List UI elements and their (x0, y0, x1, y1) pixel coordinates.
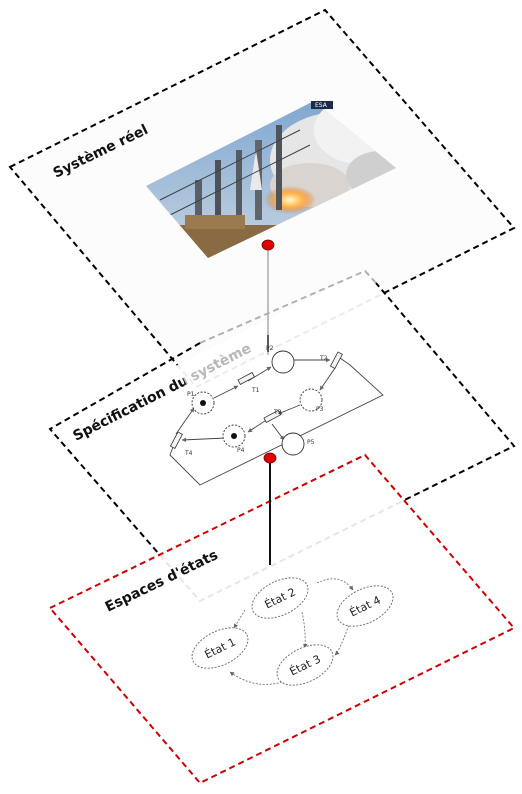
petri-place-p1: P1 (187, 391, 215, 415)
state-1: État 1 (191, 627, 249, 669)
svg-text:P2: P2 (266, 345, 274, 352)
photo-badge: ESA (311, 101, 333, 109)
petri-arcs (175, 357, 336, 443)
svg-text:P1: P1 (187, 391, 195, 398)
petri-place-p4: P4 (222, 424, 246, 454)
svg-text:T3: T3 (273, 409, 282, 416)
svg-text:T2: T2 (319, 355, 328, 362)
petri-net: P1 P2 P3 P4 P5 T1 (169, 345, 384, 486)
state-4: État 4 (336, 585, 394, 627)
layer-state-space-frame (48, 453, 516, 785)
petri-place-p5: P5 (281, 432, 315, 456)
svg-text:T1: T1 (251, 387, 260, 394)
layer-state-space-fill (50, 455, 514, 783)
svg-text:T4: T4 (184, 450, 193, 457)
svg-text:P3: P3 (316, 406, 324, 413)
petri-transition-t2: T2 (319, 351, 343, 370)
petri-transition-t3: T3 (263, 409, 282, 423)
svg-text:P4: P4 (237, 447, 245, 454)
connector-real-to-spec (261, 239, 275, 355)
petri-transition-t1: T1 (237, 371, 260, 394)
petri-place-p2: P2 (266, 345, 295, 374)
petri-place-p3: P3 (299, 388, 324, 413)
connector-marker-middle (263, 452, 277, 464)
connector-marker-top (261, 239, 275, 251)
svg-text:ESA: ESA (315, 102, 328, 109)
layer-specification-hidden-edge (199, 269, 377, 344)
layer-real-system: Système réel ESA (8, 8, 516, 389)
petri-transition-t4: T4 (169, 431, 193, 457)
svg-text:P5: P5 (307, 439, 315, 446)
state-transitions (229, 578, 354, 685)
connector-spec-to-states (263, 452, 277, 565)
state-3: État 3 (276, 644, 334, 686)
state-2: État 2 (251, 577, 309, 619)
layer-real-system-frame (8, 8, 516, 389)
state-space-graph: État 1 État 2 État 3 État 4 (191, 577, 394, 686)
